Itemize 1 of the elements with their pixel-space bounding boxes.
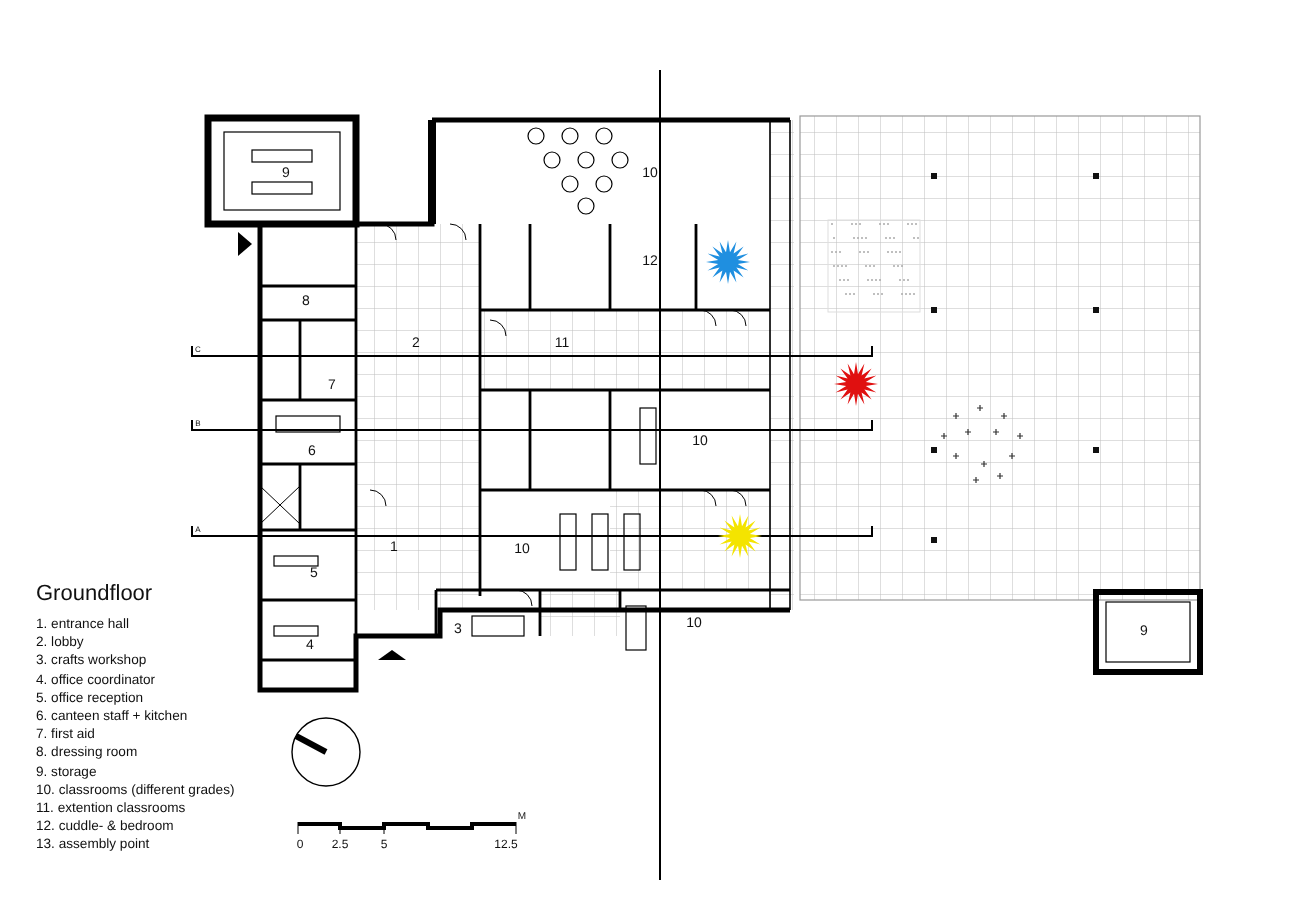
title: Groundfloor [36,584,153,606]
